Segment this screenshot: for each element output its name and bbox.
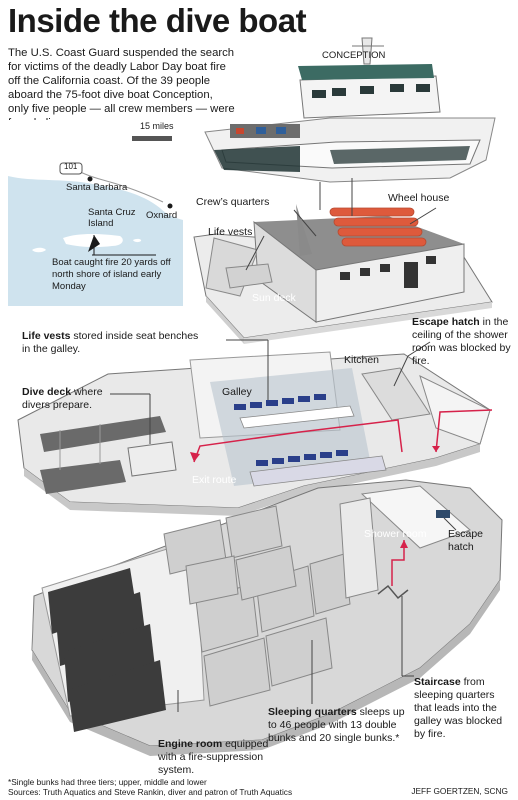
- exit-route-arrow: [193, 419, 403, 463]
- santa-barbara-dot: [87, 176, 93, 182]
- engine-room-callout: Engine room equipped with a fire-suppres…: [158, 738, 269, 776]
- island-label: Santa Cruz Island: [88, 207, 136, 229]
- sources: Sources: Truth Aquatics and Steve Rankin…: [8, 787, 293, 797]
- sleeping-quarters-callout: Sleeping quarters sleeps up to 46 people…: [268, 706, 405, 744]
- mainland-shape: [8, 120, 183, 220]
- life-vests-callout: Life vests stored inside seat benches in…: [22, 330, 199, 355]
- dive-deck-callout: Dive deck where divers prepare.: [22, 386, 103, 411]
- wheel-house-label: Wheel house: [388, 192, 450, 204]
- footnote: *Single bunks had three tiers; upper, mi…: [8, 777, 207, 787]
- highway-shield: [59, 162, 83, 175]
- exit-route-label: Exit route: [192, 474, 237, 486]
- map-graphic: [8, 120, 183, 256]
- locator-map: 15 miles 101 Santa Barbara Oxnard Santa …: [8, 120, 183, 306]
- escape-hatch-lower-label: Escape hatch: [448, 528, 484, 553]
- crews-quarters-label: Crew’s quarters: [196, 196, 270, 208]
- scale-bar: [132, 136, 172, 141]
- escape-arrow: [435, 409, 493, 453]
- shower-room-label: Shower room: [364, 528, 427, 540]
- city-label: Oxnard: [146, 210, 178, 221]
- lower-deck-diagram: [31, 479, 503, 756]
- page-title: Inside the dive boat: [8, 2, 307, 39]
- highway-label: 101: [64, 162, 78, 171]
- stair-arrow: [391, 540, 405, 586]
- map-scale-label: 15 miles: [140, 121, 174, 131]
- city-label: Santa Barbara: [66, 182, 128, 193]
- oxnard-dot: [167, 203, 173, 209]
- fire-location-note: Boat caught fire 20 yards off north shor…: [52, 257, 171, 292]
- main-deck-diagram: [17, 339, 493, 516]
- escape-hatch-callout: Escape hatch in the ceiling of the showe…: [412, 316, 511, 367]
- conception-boat-illustration: [204, 37, 496, 183]
- staircase-callout: Staircase from sleeping quarters that le…: [414, 676, 503, 740]
- life-vests-top-label: Life vests: [208, 226, 253, 238]
- sun-deck-diagram: [193, 178, 493, 344]
- credit: JEFF GOERTZEN, SCNG: [411, 786, 508, 796]
- sun-deck-label: Sun deck: [252, 292, 296, 304]
- kitchen-label: Kitchen: [344, 354, 380, 366]
- galley-label: Galley: [222, 386, 252, 398]
- hatch-marker: [436, 510, 450, 518]
- boat-name-label: CONCEPTION: [322, 50, 386, 61]
